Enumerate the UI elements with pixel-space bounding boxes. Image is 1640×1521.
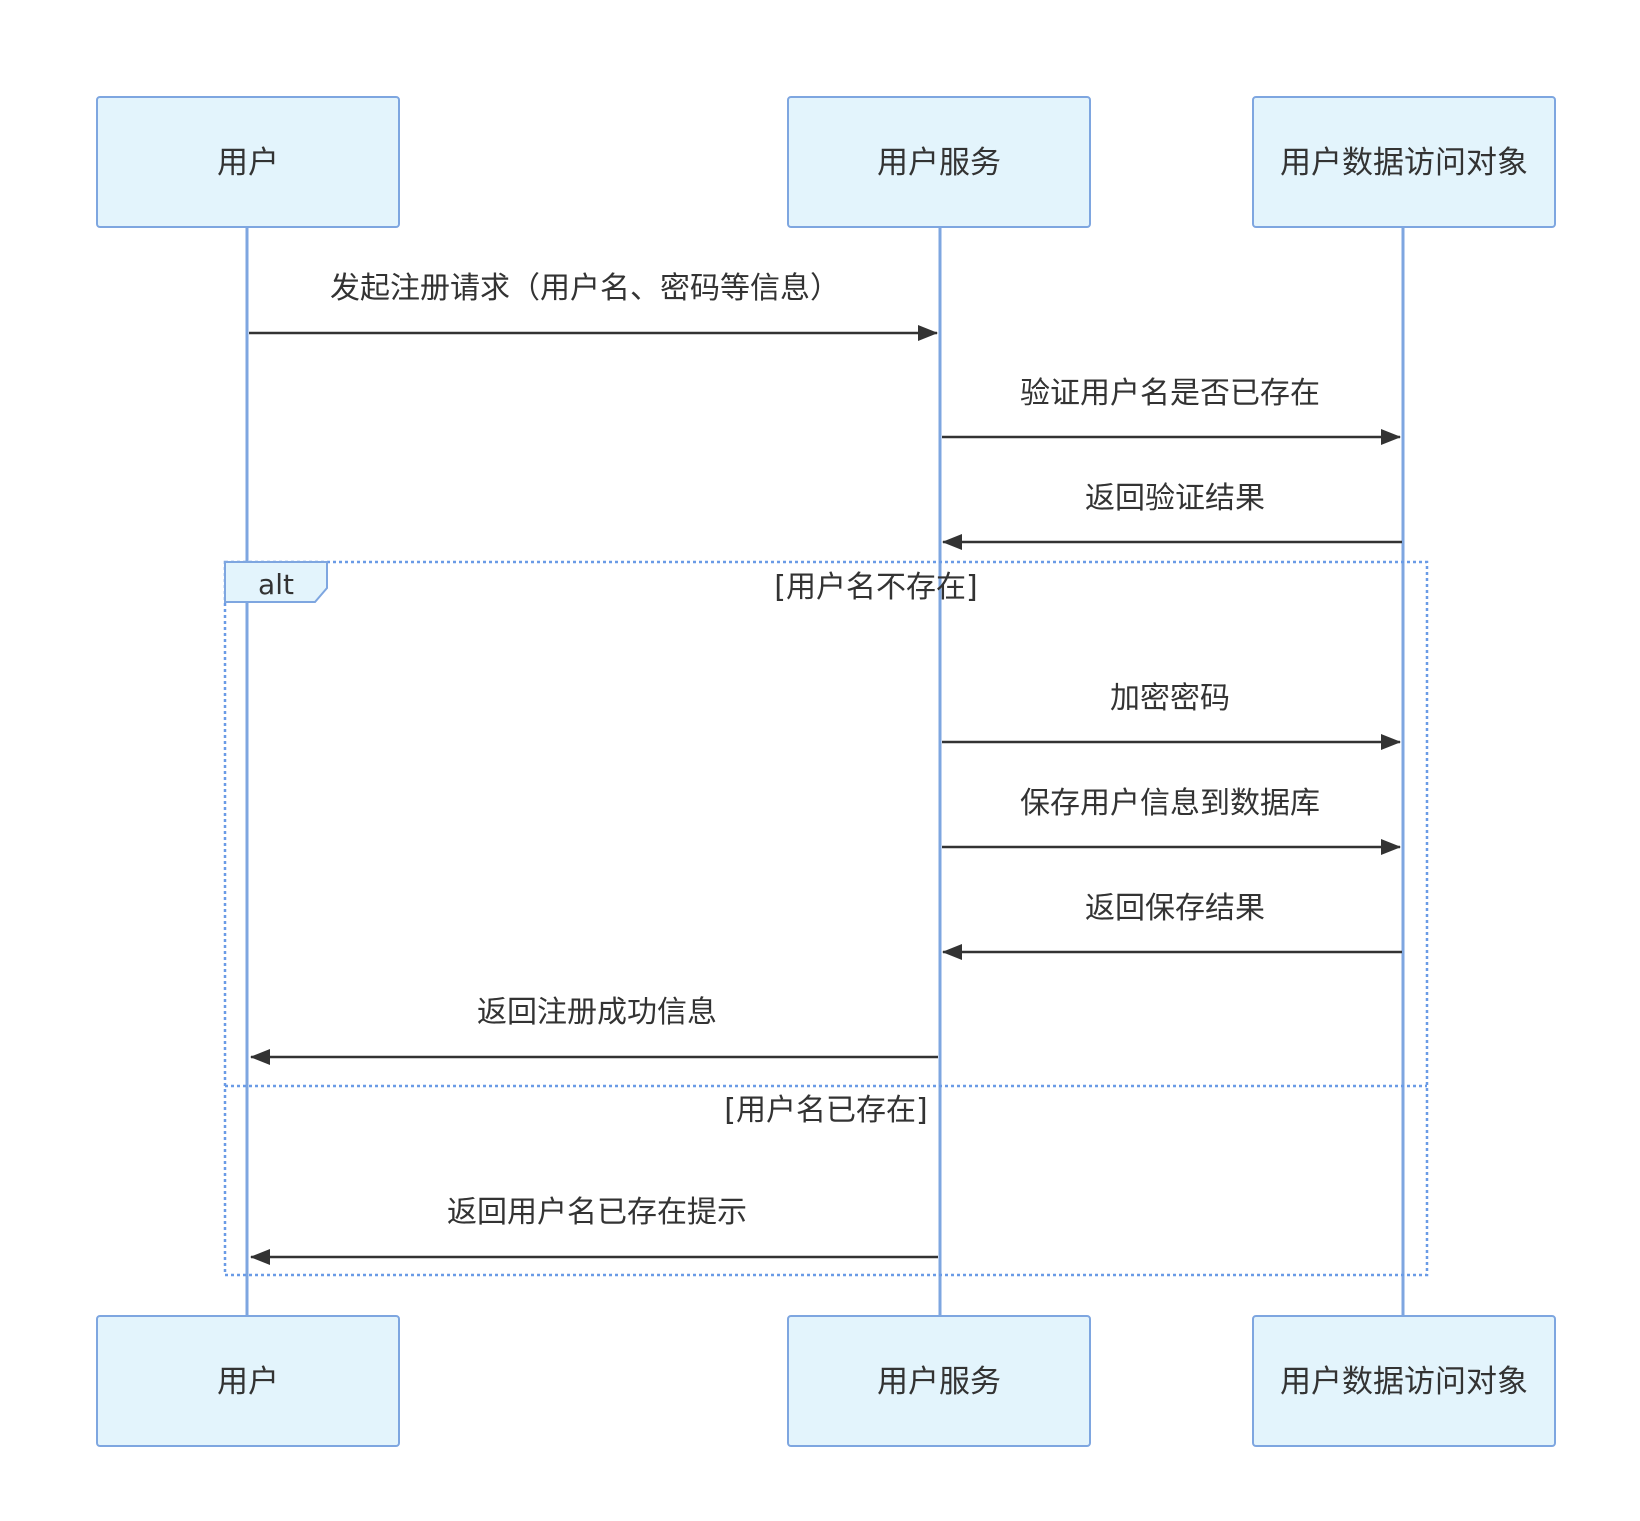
participant-label: 用户 <box>217 1364 279 1400</box>
message-label: 验证用户名是否已存在 <box>1020 376 1320 411</box>
message-label: 发起注册请求（用户名、密码等信息） <box>330 271 840 306</box>
message-register-request: 发起注册请求（用户名、密码等信息） <box>249 271 938 341</box>
alt-condition-1: [用户名不存在] <box>774 570 977 605</box>
participant-user-bottom[interactable]: 用户 <box>96 1315 400 1447</box>
participant-dao-top[interactable]: 用户数据访问对象 <box>1252 96 1556 228</box>
alt-condition-2: [用户名已存在] <box>724 1093 927 1128</box>
alt-label: alt <box>258 568 294 601</box>
alt-tab <box>224 561 328 603</box>
participant-label: 用户服务 <box>877 145 1001 181</box>
message-label: 返回保存结果 <box>1085 891 1265 926</box>
participant-label: 用户数据访问对象 <box>1280 1364 1528 1400</box>
participant-label: 用户 <box>217 145 279 181</box>
message-encrypt-password: 加密密码 <box>942 681 1401 750</box>
message-register-success: 返回注册成功信息 <box>250 995 938 1065</box>
participant-dao-bottom[interactable]: 用户数据访问对象 <box>1252 1315 1556 1447</box>
message-label: 返回注册成功信息 <box>477 995 717 1030</box>
message-username-exists: 返回用户名已存在提示 <box>250 1195 938 1265</box>
participant-label: 用户服务 <box>877 1364 1001 1400</box>
message-save-user: 保存用户信息到数据库 <box>942 786 1401 855</box>
alt-frame: alt [用户名不存在] [用户名已存在] <box>223 560 1429 1277</box>
participant-label: 用户数据访问对象 <box>1280 145 1528 181</box>
participant-service-bottom[interactable]: 用户服务 <box>787 1315 1091 1447</box>
message-check-username: 验证用户名是否已存在 <box>942 376 1401 445</box>
message-label: 保存用户信息到数据库 <box>1020 786 1320 821</box>
message-return-save: 返回保存结果 <box>942 891 1402 960</box>
participant-service-top[interactable]: 用户服务 <box>787 96 1091 228</box>
message-label: 返回用户名已存在提示 <box>447 1195 747 1230</box>
message-label: 加密密码 <box>1110 681 1230 716</box>
message-label: 返回验证结果 <box>1085 481 1265 516</box>
participant-user-top[interactable]: 用户 <box>96 96 400 228</box>
message-return-check: 返回验证结果 <box>942 481 1402 550</box>
